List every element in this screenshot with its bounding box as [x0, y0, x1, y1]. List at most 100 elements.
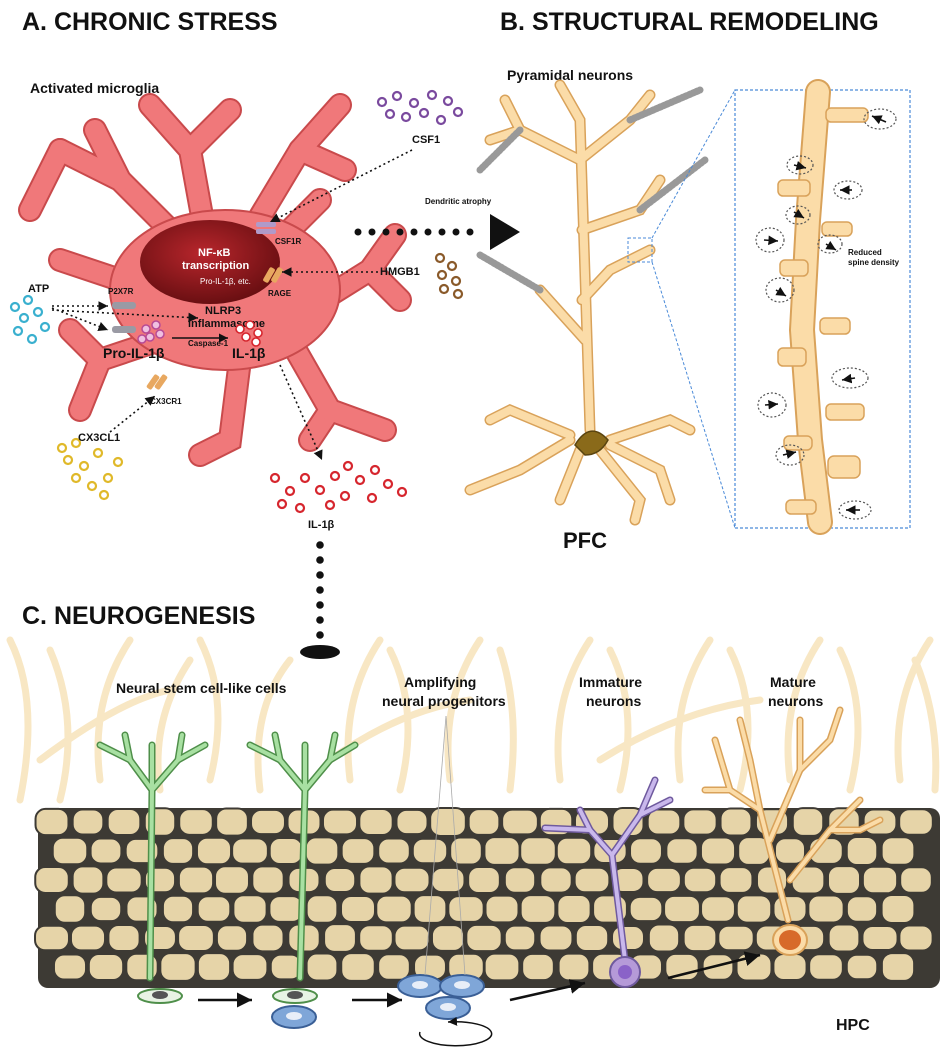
granule-cell — [827, 923, 861, 953]
granule-cell — [429, 807, 467, 837]
pfc-label: PFC — [563, 528, 607, 553]
granule-cell — [663, 894, 701, 924]
il1b-release-arrow — [279, 364, 323, 461]
granule-cell — [304, 836, 340, 866]
granule-cell — [305, 894, 339, 924]
granule-cell — [899, 866, 933, 894]
cx3cr1-receptor — [146, 374, 168, 390]
hpc-label: HPC — [836, 1017, 870, 1034]
spine-loss-arrows — [763, 115, 887, 515]
progenitor-cell-stem-level — [271, 1005, 317, 1029]
progression-arrows — [198, 951, 761, 1008]
stage2-label-line2: neural progenitors — [382, 693, 506, 709]
cx3cr1-label: CX3CR1 — [150, 397, 182, 406]
nfkb-label: NF-κB — [198, 247, 230, 259]
atp-label: ATP — [28, 283, 49, 295]
immature-neuron — [541, 776, 674, 988]
granule-cell — [898, 808, 934, 836]
microglia-cell — [18, 93, 412, 467]
cx3cl1-label: CX3CL1 — [78, 432, 120, 444]
granule-cell — [268, 837, 304, 865]
granule-cell — [358, 924, 394, 952]
granule-cell — [447, 895, 485, 923]
p2x7r-label: P2X7R — [108, 287, 134, 296]
il1b-inside-dots — [235, 320, 263, 347]
granule-cell — [773, 837, 807, 865]
granule-cell — [105, 866, 143, 894]
granule-cell — [539, 866, 573, 894]
il1b-inside-label: IL-1β — [232, 345, 266, 361]
il1b-inhibition-arrow — [300, 541, 340, 659]
granule-cell — [196, 952, 232, 982]
granule-cell — [701, 953, 735, 981]
mature-neuron — [701, 706, 884, 956]
granule-cell — [521, 952, 555, 982]
zoomed-dendrite — [755, 79, 897, 535]
granule-cell — [519, 894, 557, 924]
granule-cell — [323, 923, 357, 953]
stage1-label: Neural stem cell-like cells — [116, 680, 287, 696]
granule-cell — [231, 953, 269, 981]
granule-cell — [232, 894, 268, 924]
lost-spines — [755, 108, 897, 520]
granule-cell — [808, 953, 844, 981]
cx3cl1-arrow — [109, 395, 156, 433]
zoom-line-top — [651, 89, 736, 239]
granule-cell — [159, 952, 197, 982]
granule-cell — [845, 953, 879, 981]
dendritic-atrophy-label: Dendritic atrophy — [425, 197, 492, 206]
granule-cell — [34, 924, 70, 952]
atp-arrows — [51, 301, 199, 331]
granule-cell — [467, 866, 501, 894]
granule-cell — [340, 837, 376, 865]
granule-cell — [323, 866, 357, 894]
granule-cell — [646, 866, 682, 894]
zoom-region — [627, 237, 653, 263]
granule-cell — [161, 837, 195, 865]
rage-receptor — [263, 267, 283, 283]
nlrp3-label: NLRP3 — [205, 305, 241, 317]
granule-cell — [177, 865, 215, 895]
granule-cell — [519, 836, 557, 866]
granule-cell — [71, 865, 105, 895]
granule-cell — [161, 894, 195, 924]
granule-cell — [501, 808, 539, 836]
neuron-soma — [574, 430, 609, 456]
rage-label: RAGE — [268, 289, 292, 298]
atrophied-dendrites — [476, 86, 709, 294]
granule-cell — [467, 808, 501, 836]
granule-cell — [430, 924, 466, 952]
il1b-released-label: IL-1β — [308, 519, 335, 531]
csf1r-label: CSF1R — [275, 237, 301, 246]
zoom-line-bottom — [651, 261, 736, 529]
granule-cell — [215, 807, 249, 837]
hmgb1-dots — [434, 252, 464, 300]
granule-cell — [196, 895, 232, 923]
amplifying-progenitors — [397, 715, 485, 1020]
granule-cell — [250, 808, 286, 836]
granule-cell — [898, 924, 934, 952]
stage3-label-line2: neurons — [586, 693, 641, 709]
csf1-dots — [376, 89, 464, 126]
granule-cell — [791, 807, 825, 837]
granule-cell — [178, 808, 214, 836]
self-renewal-loop — [418, 1016, 493, 1047]
granule-cell — [483, 836, 521, 866]
granule-cell — [557, 952, 591, 982]
granule-cell — [53, 894, 87, 924]
granule-cell — [735, 894, 773, 924]
spine-density-label: spine density — [848, 258, 900, 267]
p2x7r-receptor — [112, 302, 136, 333]
stage4-label-line2: neurons — [768, 693, 823, 709]
granule-cell-layer — [34, 807, 940, 988]
granule-cell — [718, 866, 754, 894]
granule-cell — [195, 836, 233, 866]
pyramidal-neuron — [464, 79, 709, 526]
granule-cell — [861, 924, 899, 952]
granule-cell — [484, 894, 520, 924]
granule-cell — [377, 953, 411, 981]
background-fibers — [6, 636, 940, 804]
granule-cell — [71, 808, 105, 836]
granule-cell — [628, 895, 664, 923]
